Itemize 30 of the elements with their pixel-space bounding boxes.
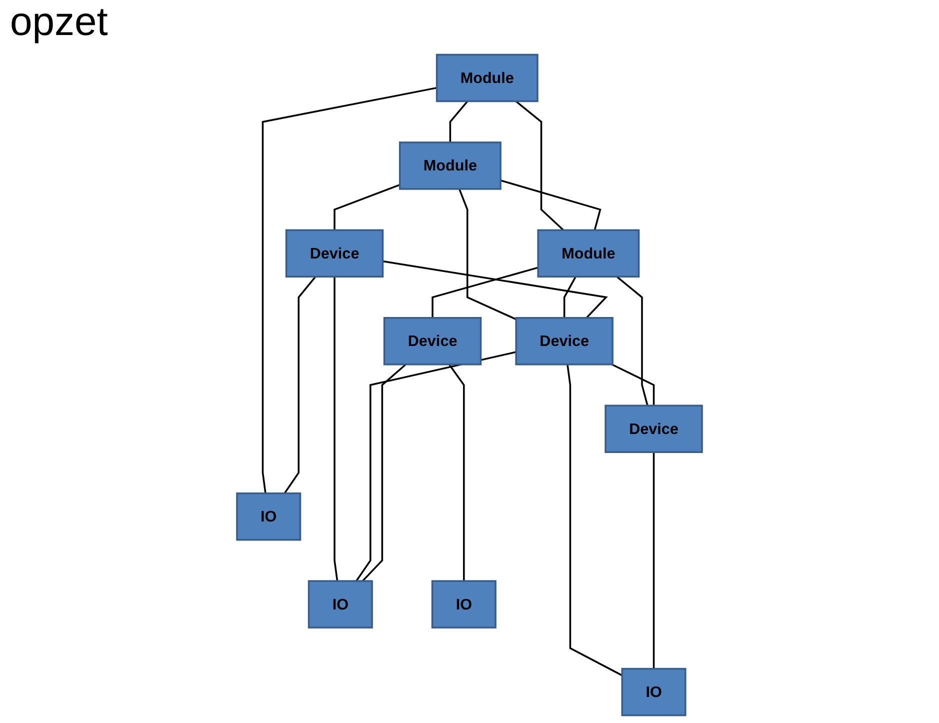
connector [458,188,516,320]
connector [515,100,564,231]
node-box: IO [308,580,373,628]
node-box: Device [383,317,482,366]
connector [262,86,437,494]
connector [566,364,623,676]
connector [432,266,538,318]
connector [616,276,648,406]
node-box: IO [621,668,686,716]
connector [563,276,576,318]
node-box: Module [537,229,640,278]
node-box: Module [436,54,538,102]
node-box: IO [431,580,496,628]
heading-text: opzet [10,0,108,44]
connector [334,276,338,582]
connector [356,351,516,582]
node-box: IO [236,492,302,541]
connector [449,100,468,142]
node-box: Module [398,142,502,190]
connector [500,180,602,230]
node-box: Device [515,317,614,366]
connector [362,364,406,582]
connector [334,184,400,230]
node-box: Device [285,229,384,278]
connector [448,364,465,582]
connector [284,276,316,494]
connector [611,364,655,406]
connector [382,260,608,318]
connector [652,452,655,669]
node-box: Device [604,404,703,453]
